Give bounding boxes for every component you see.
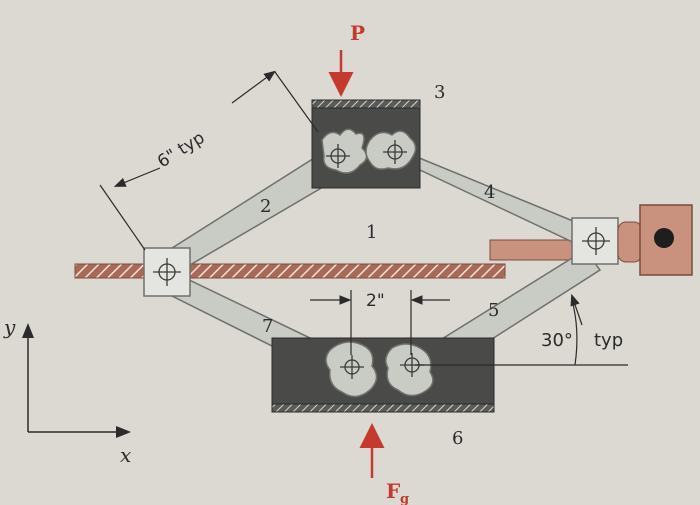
angle-indicator bbox=[415, 293, 628, 366]
bottom-left-gear bbox=[325, 341, 378, 398]
bottom-block bbox=[271, 337, 495, 413]
label-link-4: 4 bbox=[484, 182, 495, 203]
handle-neck bbox=[617, 221, 643, 263]
label-link-7: 7 bbox=[262, 316, 273, 337]
load-fg-subscript: g bbox=[400, 492, 409, 505]
angle-typ-label: typ bbox=[594, 330, 623, 351]
label-link-5: 5 bbox=[488, 300, 499, 321]
label-link-3: 3 bbox=[434, 82, 445, 103]
handle-hole bbox=[654, 228, 674, 248]
top-left-gear bbox=[321, 128, 368, 174]
angle-value-label: 30° bbox=[541, 330, 573, 351]
load-p-label: P bbox=[350, 21, 365, 45]
bottom-right-gear bbox=[385, 343, 434, 397]
label-link-2: 2 bbox=[260, 196, 271, 217]
pin-top-right bbox=[383, 140, 407, 164]
screw-collar bbox=[489, 239, 581, 261]
load-fg-label: F bbox=[386, 479, 400, 503]
dimension-gear-label: 2" bbox=[366, 291, 385, 311]
label-link-1: 1 bbox=[366, 222, 377, 243]
pin-left bbox=[153, 258, 181, 286]
pin-bottom-left bbox=[340, 355, 364, 379]
axis-x-label: x bbox=[120, 443, 131, 467]
dimension-arm-length bbox=[99, 70, 319, 251]
lead-screw bbox=[74, 263, 506, 279]
pin-right bbox=[582, 227, 610, 255]
axis-y-label: y bbox=[3, 315, 16, 339]
coordinate-axes bbox=[22, 323, 131, 438]
dimension-gear-spacing bbox=[310, 290, 450, 355]
top-right-gear bbox=[365, 130, 417, 170]
label-link-6: 6 bbox=[452, 428, 463, 449]
pin-top-left bbox=[326, 144, 350, 168]
